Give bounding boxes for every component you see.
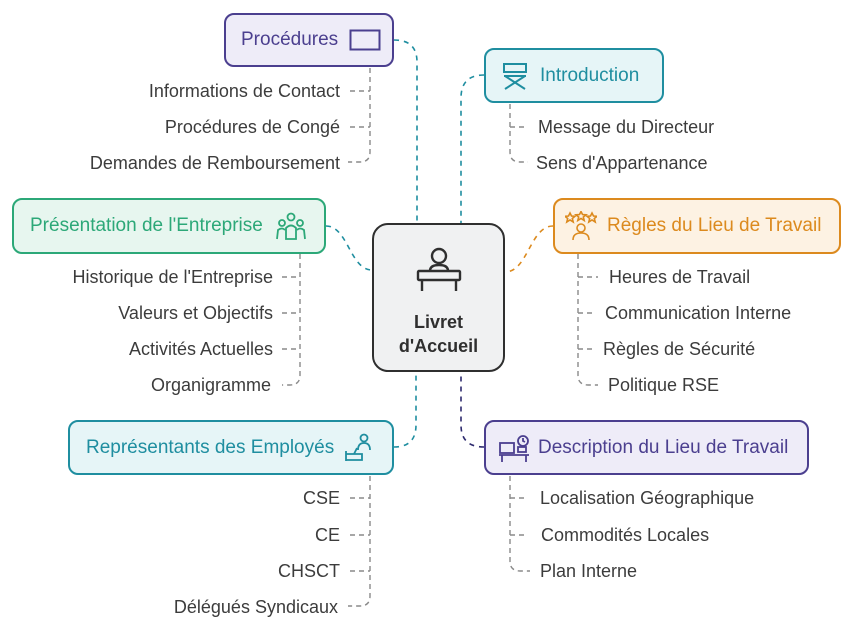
connector-description [460, 372, 485, 448]
center-title-line2: d'Accueil [398, 336, 479, 356]
leaf-representants-1: CSE [302, 488, 340, 508]
branch-description[interactable]: Description du Lieu de Travail [484, 420, 809, 475]
branch-description-label: Description du Lieu de Travail [538, 436, 789, 458]
leaf-regles-1: Heures de Travail [609, 267, 751, 287]
person-stars-icon [565, 211, 597, 241]
leaf-entreprise-3: Activités Actuelles [128, 339, 273, 359]
team-icon [275, 211, 307, 241]
center-node: Livret d'Accueil [372, 223, 505, 372]
leaf-entreprise-1: Historique de l'Entreprise [72, 267, 273, 287]
connector-introduction [460, 74, 485, 223]
branch-representants-label: Représentants des Employés [86, 436, 335, 458]
branch-regles[interactable]: Règles du Lieu de Travail [553, 198, 841, 254]
branch-entreprise-label: Présentation de l'Entreprise [30, 215, 263, 236]
branch-procedures-label: Procédures [241, 29, 339, 50]
leaf-regles-4: Politique RSE [608, 375, 720, 395]
leaf-procedures-1: Informations de Contact [148, 81, 340, 101]
leaf-entreprise-2: Valeurs et Objectifs [118, 303, 273, 323]
leaf-regles-3: Règles de Sécurité [603, 339, 756, 359]
office-desk-icon [498, 433, 530, 463]
leaf-description-2: Commodités Locales [541, 525, 710, 545]
leaf-introduction-2: Sens d'Appartenance [536, 153, 708, 173]
branch-procedures[interactable]: Procédures [224, 13, 394, 67]
representative-icon [344, 433, 374, 463]
desk-person-icon [412, 245, 466, 298]
connector-representants [393, 372, 417, 448]
branch-representants[interactable]: Représentants des Employés [68, 420, 394, 475]
leaf-representants-4: Délégués Syndicaux [173, 597, 338, 617]
leaf-representants-2: CE [314, 525, 340, 545]
leaf-description-1: Localisation Géographique [540, 488, 755, 508]
leaf-procedures-2: Procédures de Congé [164, 117, 340, 137]
leaf-procedures-3: Demandes de Remboursement [89, 153, 340, 173]
leaf-entreprise-4: Organigramme [150, 375, 271, 395]
center-title-line1: Livret [413, 312, 464, 332]
rectangle-icon [349, 29, 381, 51]
leaf-introduction-1: Message du Directeur [538, 117, 715, 137]
director-chair-icon [500, 61, 530, 91]
leaf-representants-3: CHSCT [278, 561, 340, 581]
branch-entreprise[interactable]: Présentation de l'Entreprise [12, 198, 326, 254]
connector-procedures [393, 39, 418, 223]
branch-introduction[interactable]: Introduction [484, 48, 664, 103]
leaf-description-3: Plan Interne [540, 561, 638, 581]
connector-regles [504, 225, 554, 273]
branch-regles-label: Règles du Lieu de Travail [607, 215, 822, 236]
leaf-regles-2: Communication Interne [605, 303, 792, 323]
branch-introduction-label: Introduction [540, 64, 640, 86]
connector-entreprise [325, 225, 373, 271]
